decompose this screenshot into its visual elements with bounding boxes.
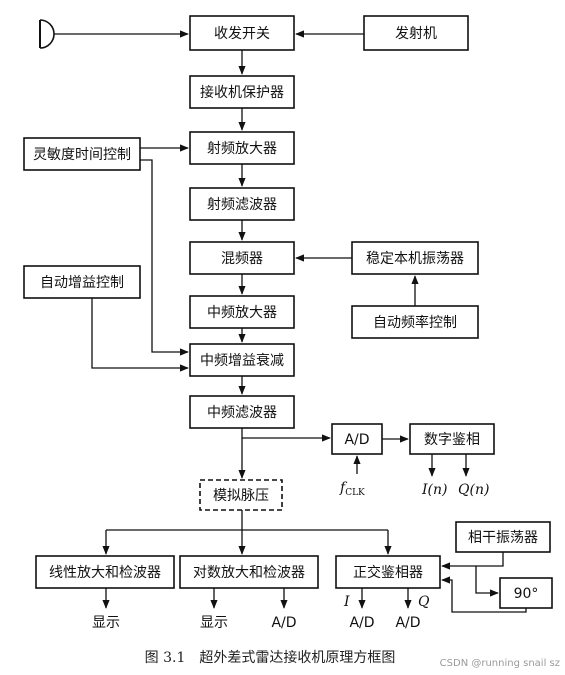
ad-2-label: A/D [349,615,374,631]
afc-label: 自动频率控制 [373,314,457,331]
quadrature-phase-detector-label: 正交鉴相器 [353,564,423,581]
analog-pulse-compression-label: 模拟脉压 [213,488,269,504]
log-amp-detector-block: 对数放大和检波器 [179,555,319,589]
digital-phase-detector-block: 数字鉴相 [409,423,495,455]
adc-block: A/D [331,423,383,455]
q-n-label: Q(n) [458,482,489,498]
if-amplifier-block: 中频放大器 [189,295,295,329]
if-amplifier-label: 中频放大器 [207,305,277,321]
i-label: I [343,594,350,610]
ad-3-label: A/D [395,615,420,631]
afc-block: 自动频率控制 [351,305,479,339]
digital-phase-detector-label: 数字鉴相 [424,432,480,448]
q-label: Q [418,594,430,610]
receiver-protector-block: 接收机保护器 [189,75,295,109]
transmitter-block: 发射机 [363,15,469,51]
phase-shift-90-block: 90° [499,577,553,609]
if-gain-attenuation-block: 中频增益衰减 [189,343,295,377]
antenna-icon [39,19,55,49]
ad-1-label: A/D [271,615,296,631]
stc-label: 灵敏度时间控制 [33,147,131,163]
duplexer-label: 收发开关 [214,26,270,42]
watermark: CSDN @running snail sz [440,658,560,669]
display-1-label: 显示 [92,615,120,631]
fclk-label: fCLK [339,480,365,498]
rf-filter-block: 射频滤波器 [189,187,295,221]
analog-pulse-compression-block: 模拟脉压 [199,479,283,511]
rf-amplifier-block: 射频放大器 [189,131,295,165]
agc-label: 自动增益控制 [40,275,124,291]
transmitter-label: 发射机 [395,26,437,42]
display-2-label: 显示 [200,615,228,631]
agc-block: 自动增益控制 [23,265,141,299]
coherent-oscillator-label: 相干振荡器 [468,530,538,546]
i-n-label: I(n) [421,482,447,498]
sensitivity-time-control-block: 灵敏度时间控制 [23,137,141,171]
coherent-oscillator-block: 相干振荡器 [455,521,551,553]
mixer-label: 混频器 [221,251,263,267]
rf-filter-label: 射频滤波器 [207,197,277,213]
quadrature-phase-detector-block: 正交鉴相器 [335,555,441,589]
receiver-protector-label: 接收机保护器 [200,84,284,101]
adc-label: A/D [344,432,369,448]
linear-amp-detector-block: 线性放大和检波器 [35,555,175,589]
if-gain-attenuation-label: 中频增益衰减 [200,352,284,369]
stalo-block: 稳定本机振荡器 [351,241,479,275]
if-filter-block: 中频滤波器 [189,395,295,429]
stalo-label: 稳定本机振荡器 [366,251,464,267]
linear-amp-detector-label: 线性放大和检波器 [49,565,161,581]
figure-caption: 图 3.1 超外差式雷达接收机原理方框图 [145,649,396,666]
if-filter-label: 中频滤波器 [207,405,277,421]
rf-amplifier-label: 射频放大器 [207,141,277,157]
log-amp-detector-label: 对数放大和检波器 [193,565,305,581]
duplexer-block: 收发开关 [189,15,295,51]
phase-shift-90-label: 90° [514,586,539,602]
mixer-block: 混频器 [189,241,295,275]
